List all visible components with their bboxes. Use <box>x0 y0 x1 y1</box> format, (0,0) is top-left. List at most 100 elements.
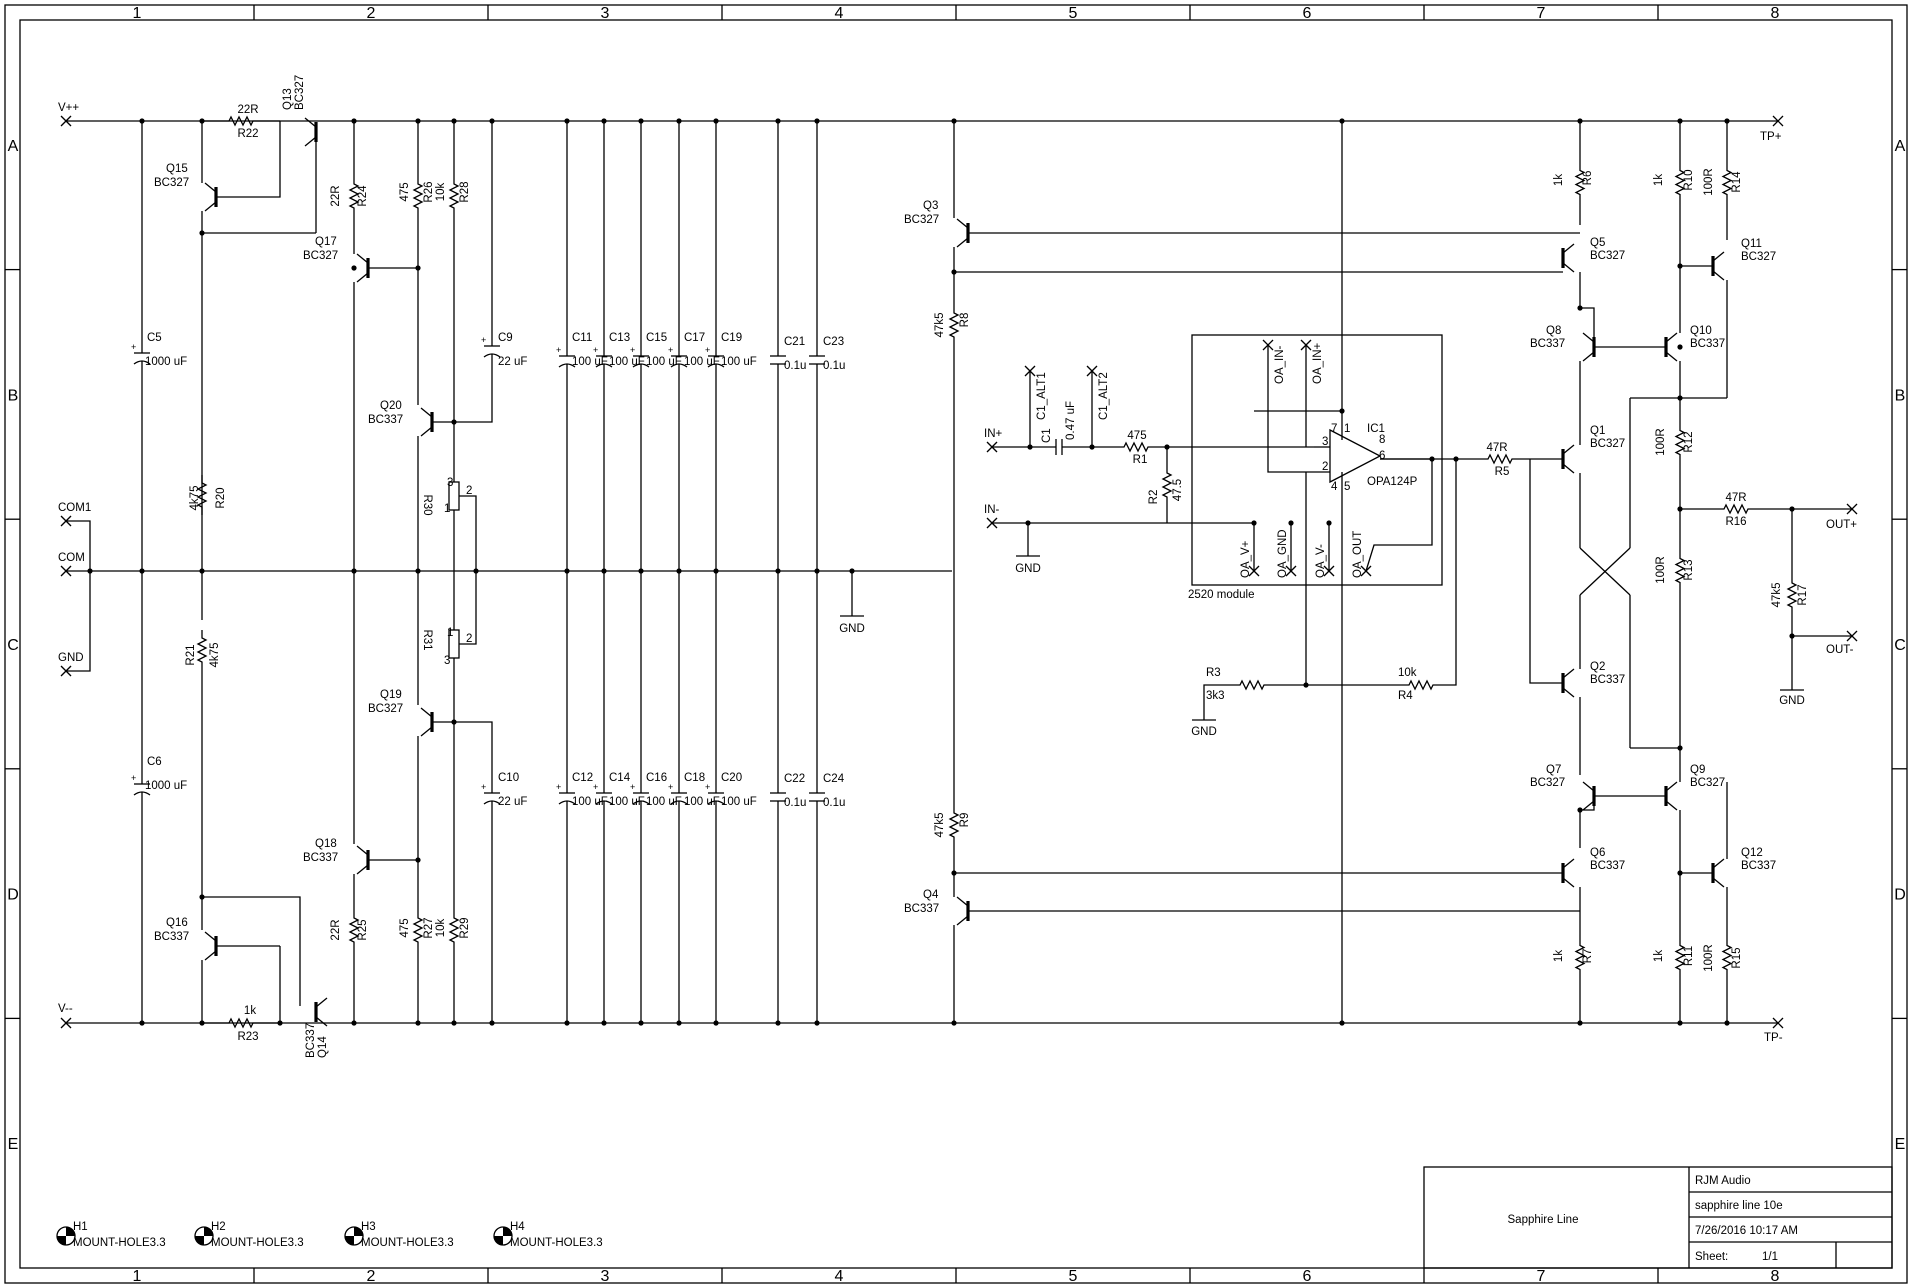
r5-value: 47R <box>1486 442 1507 454</box>
r11-value: 1k <box>1653 950 1665 962</box>
c22-value: 0.1u <box>784 797 806 809</box>
junction-dot <box>951 870 957 876</box>
ic1-pin4: 4 <box>1331 481 1338 493</box>
c20-ref: C20 <box>721 772 742 784</box>
resistor-r29 <box>448 900 460 960</box>
grid-column-label: 1 <box>133 5 142 22</box>
cap-plate-curved <box>670 800 688 805</box>
c17-ref: C17 <box>684 332 705 344</box>
terminal-gnd <box>60 665 72 677</box>
mount-hole-4 <box>493 1226 513 1246</box>
capacitor-c22 <box>770 785 786 810</box>
sheet-number: 1/1 <box>1762 1251 1778 1263</box>
r30-pin3: 3 <box>447 477 453 489</box>
q13-ref: Q13 <box>282 88 294 110</box>
capacitor-c17: + <box>668 345 688 372</box>
polarity-mark: + <box>481 782 486 792</box>
junction-dot <box>1251 520 1257 526</box>
resistor-r24 <box>348 166 360 226</box>
r17-ref: R17 <box>1797 584 1809 605</box>
net-label-in-plus: IN+ <box>984 428 1003 440</box>
c22-ref: C22 <box>784 773 805 785</box>
r7-value: 1k <box>1553 950 1565 962</box>
r30-pin1: 1 <box>444 503 450 515</box>
pad-oa-in-plus <box>1300 339 1312 351</box>
resistor-r7 <box>1574 935 1586 980</box>
cross-stroke <box>1300 339 1312 351</box>
capacitor-c5: + <box>131 342 151 371</box>
junction-dot <box>638 1020 644 1026</box>
resistor-r2 <box>1161 447 1173 523</box>
ic1-pin8: 8 <box>1379 434 1385 446</box>
junction-dot <box>351 265 357 271</box>
cross-stroke <box>1360 565 1372 577</box>
ic1-pin6: 6 <box>1379 450 1385 462</box>
potentiometer-r31 <box>448 629 460 659</box>
c1-value: 0.47 uF <box>1065 401 1077 440</box>
hole-quadrant <box>66 1227 75 1236</box>
capacitor-c9: + <box>481 333 501 370</box>
oa-vp-label: OA_V+ <box>1240 540 1252 578</box>
r22-value: 22R <box>237 104 258 116</box>
resistor-r21 <box>196 630 208 670</box>
q12-ref: Q12 <box>1741 847 1763 859</box>
q3-type: BC327 <box>904 214 939 226</box>
cross-stroke <box>1024 365 1036 377</box>
grid-column-label: 4 <box>835 5 844 22</box>
r25-ref: R25 <box>357 919 369 940</box>
cross-stroke <box>1846 630 1858 642</box>
c23-ref: C23 <box>823 336 844 348</box>
junction-dot <box>1339 408 1345 414</box>
emitter-lead <box>420 426 433 437</box>
capacitor-c18: + <box>668 782 688 810</box>
capacitor-c6: + <box>131 773 151 797</box>
junction-dot <box>139 568 145 574</box>
c9-ref: C9 <box>498 332 513 344</box>
junction-dot <box>814 118 820 124</box>
cap-plate-curved <box>483 353 501 358</box>
transistor-q15 <box>204 182 218 212</box>
transistor-q4 <box>956 896 970 926</box>
junction-dot <box>713 568 719 574</box>
junction-dot <box>351 1020 357 1026</box>
q5-ref: Q5 <box>1590 237 1605 249</box>
grid-column-label: 3 <box>601 5 610 22</box>
grid-row-label: B <box>1895 387 1906 404</box>
r5-ref: R5 <box>1495 466 1510 478</box>
q4-type: BC337 <box>904 903 939 915</box>
junction-dot <box>415 118 421 124</box>
wire <box>66 520 91 672</box>
ic1-value: OPA124P <box>1367 476 1418 488</box>
junction-dot <box>1577 305 1583 311</box>
transistor-q13 <box>304 117 318 147</box>
junction-dot <box>1339 1020 1345 1026</box>
junction-dot <box>489 1020 495 1026</box>
cap-plate-curved <box>707 363 725 368</box>
mount-hole-value: MOUNT-HOLE3.3 <box>211 1237 304 1249</box>
cap-plate-curved <box>133 791 151 796</box>
wire <box>1203 684 1234 720</box>
grid-column-label: 7 <box>1537 5 1546 22</box>
cap-plate-curved <box>595 800 613 805</box>
polarity-mark: + <box>630 345 635 355</box>
cross-stroke <box>60 515 72 527</box>
cap-plate-curved <box>670 363 688 368</box>
transistor-q10 <box>1664 332 1678 362</box>
net-label-tp-plus: TP+ <box>1760 131 1782 143</box>
q10-type: BC337 <box>1690 338 1725 350</box>
pad-c1-alt1 <box>1024 365 1036 377</box>
c16-value: 100 uF <box>646 796 682 808</box>
junction-dot <box>451 419 457 425</box>
emitter-lead <box>956 237 969 248</box>
r26-value: 475 <box>399 182 411 201</box>
junction-dot <box>139 118 145 124</box>
components: ++++++++++++++ <box>56 115 1858 1246</box>
c24-value: 0.1u <box>823 797 845 809</box>
collector-lead <box>204 182 217 193</box>
r2-value: 47.5 <box>1172 479 1184 501</box>
junction-dot <box>638 568 644 574</box>
resistor-r14 <box>1721 160 1733 205</box>
wire <box>1579 547 1631 596</box>
q14-ref: Q14 <box>317 1036 329 1058</box>
